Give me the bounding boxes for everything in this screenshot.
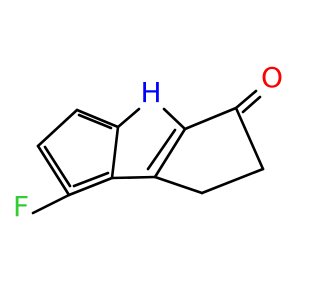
bond-benzene-inner-2 [77,113,113,130]
bond-cyclopentanone-c3-c4 [200,167,265,195]
bond-pyrrole-double-2 [146,128,177,171]
bond-benzene-inner-1 [72,171,110,188]
bond-benzene-c1-c2 [67,176,114,197]
oxygen-label: O [261,61,283,94]
bond-benzene-inner-3 [43,145,72,188]
bond-benzene-c2-c3 [110,125,120,180]
bond-benzene-c4-c5 [36,108,79,148]
bond-carbonyl-inner [241,95,262,114]
molecule-structure: H O F [13,61,283,223]
bond-cyclopentanone-c1-c2 [183,106,238,131]
bonds [31,89,265,215]
bond-cyclopentanone-c4-c5 [153,175,204,195]
bond-n-ring-right [162,107,187,131]
bond-carbonyl-outer [234,89,258,110]
bond-cyclopentanone-c2-c3 [234,106,265,171]
nitrogen-hydrogen-label: H [140,76,161,109]
fluorine-label: F [13,190,29,223]
bond-pyrrole-fusion [110,175,157,180]
bond-f-c [31,193,71,215]
bond-benzene-c5-c6 [36,144,71,197]
bond-n-ring-left [116,107,141,129]
atom-labels: H O F [13,61,283,223]
bond-pyrrole-double-1 [153,127,187,179]
bond-benzene-c3-c4 [75,108,120,129]
